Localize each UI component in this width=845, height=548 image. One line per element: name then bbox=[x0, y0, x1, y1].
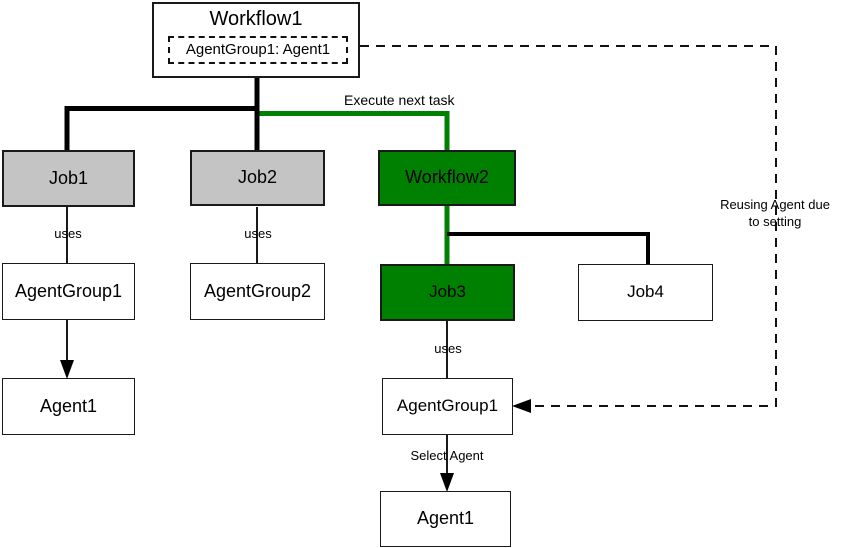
node-workflow1-title: Workflow1 bbox=[209, 8, 303, 30]
edge-label-select-agent: Select Agent bbox=[410, 448, 484, 463]
arrowhead-reusing-agent bbox=[512, 399, 531, 413]
node-job2[interactable]: Job2 bbox=[190, 150, 325, 206]
node-agent1-left[interactable]: Agent1 bbox=[2, 378, 135, 435]
node-workflow1-agent-binding: AgentGroup1: Agent1 bbox=[168, 36, 348, 64]
edge-label-execute-next-task: Execute next task bbox=[344, 92, 455, 108]
node-agentgroup2[interactable]: AgentGroup2 bbox=[190, 263, 325, 320]
node-job3[interactable]: Job3 bbox=[380, 264, 515, 321]
edge-label-reusing-agent-line1: Reusing Agent due bbox=[720, 197, 830, 212]
edge-label-uses-2: uses bbox=[244, 226, 272, 241]
edge-label-uses-3: uses bbox=[434, 341, 462, 356]
edge-workflow1-to-workflow2 bbox=[254, 78, 450, 150]
edge-label-reusing-agent-line2: to setting bbox=[748, 213, 802, 229]
node-job4[interactable]: Job4 bbox=[578, 264, 713, 321]
node-workflow2[interactable]: Workflow2 bbox=[378, 150, 516, 206]
node-job1[interactable]: Job1 bbox=[2, 150, 135, 207]
edge-label-uses-1: uses bbox=[54, 226, 82, 241]
edge-reusing-agent-dashed bbox=[360, 45, 777, 407]
node-agentgroup1[interactable]: AgentGroup1 bbox=[2, 263, 135, 320]
node-workflow1[interactable]: Workflow1 AgentGroup1: Agent1 bbox=[152, 2, 360, 78]
node-agentgroup1-bottom[interactable]: AgentGroup1 bbox=[382, 378, 513, 435]
edge-label-reusing-agent: Reusing Agent due to setting bbox=[713, 197, 837, 231]
arrowhead-agent1-left bbox=[60, 360, 74, 379]
node-agent1-bottom[interactable]: Agent1 bbox=[380, 491, 511, 547]
edge-workflow2-to-job4 bbox=[447, 232, 650, 264]
arrowhead-agent1-bottom bbox=[440, 473, 454, 492]
